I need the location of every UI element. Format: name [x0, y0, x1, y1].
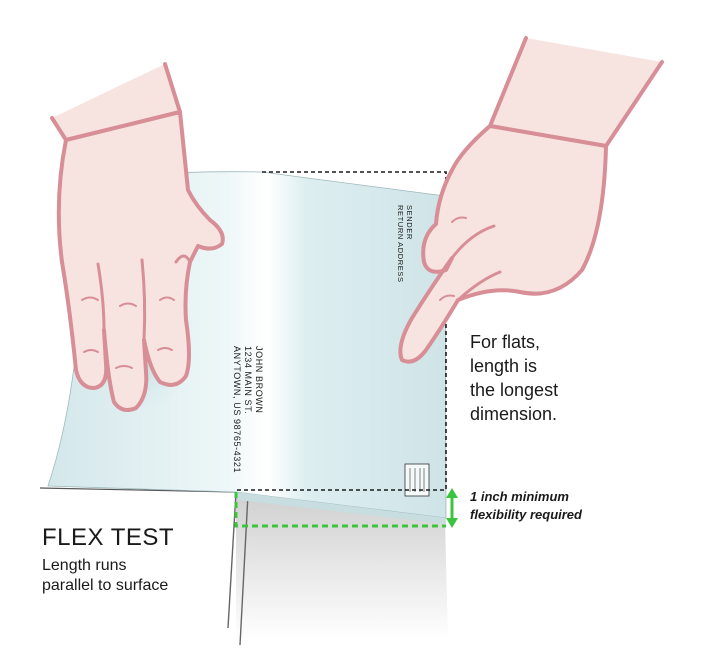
flex-note-line-2: flexibility required: [470, 507, 582, 522]
flexibility-note: 1 inch minimum flexibility required: [470, 488, 610, 524]
recipient-address: JOHN BROWN 1234 MAIN ST. ANYTOWN, US 987…: [231, 346, 264, 473]
recipient-name: JOHN BROWN: [254, 346, 264, 414]
flex-arrow: [446, 488, 458, 528]
table-leg-2: [239, 493, 249, 646]
mailpiece-droop: [236, 492, 446, 524]
sender-line-2: RETURN ADDRESS: [396, 205, 405, 283]
sender-address: SENDER RETURN ADDRESS: [396, 205, 414, 283]
flex-guide: [234, 492, 446, 528]
flats-note-line-3: the longest: [470, 380, 559, 400]
postage-indicia: [404, 463, 430, 497]
table-shadow: [236, 492, 448, 640]
left-hand: [50, 62, 225, 412]
flex-test-title: FLEX TEST: [42, 524, 175, 551]
recipient-city: ANYTOWN, US 98765-4321: [232, 346, 242, 474]
flats-note-line-1: For flats,: [470, 332, 541, 352]
flex-sub-line-1: Length runs: [42, 557, 127, 574]
flex-test-subtitle: Length runs parallel to surface: [42, 556, 222, 596]
flats-length-note: For flats, length is the longest dimensi…: [470, 330, 590, 426]
length-guide: [236, 171, 447, 491]
flats-note-line-2: length is: [470, 356, 538, 376]
sender-line-1: SENDER: [405, 205, 414, 240]
right-hand: [398, 36, 664, 364]
flex-sub-line-2: parallel to surface: [42, 577, 169, 594]
recipient-street: 1234 MAIN ST.: [243, 346, 253, 415]
flats-note-line-4: dimension.: [470, 404, 558, 424]
flex-note-line-1: 1 inch minimum: [470, 489, 569, 504]
